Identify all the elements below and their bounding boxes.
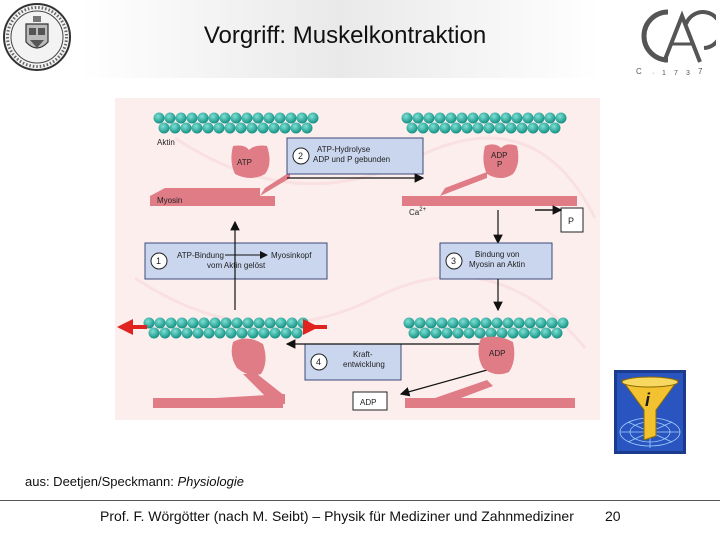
muscle-contraction-cycle-diagram: Aktin ATP Myosin 2 ATP-Hydrolyse ADP und… [115, 98, 600, 420]
svg-text:P: P [497, 160, 502, 169]
university-seal-icon [3, 3, 71, 71]
svg-text:3: 3 [451, 256, 456, 266]
svg-text:2: 2 [298, 151, 303, 161]
svg-text:Bindung von: Bindung von [475, 250, 519, 259]
step-3-box: 3 Bindung von Myosin an Aktin [439, 242, 553, 280]
svg-text:4: 4 [316, 357, 321, 367]
svg-text:·: · [652, 70, 654, 77]
svg-text:entwicklung: entwicklung [343, 360, 385, 369]
myosin-filament [405, 336, 575, 408]
actin-filament [143, 317, 309, 339]
red-arrow-right [303, 319, 327, 335]
step-2-box: 2 ATP-Hydrolyse ADP und P gebunden [286, 137, 424, 175]
svg-text:ATP-Bindung: ATP-Bindung [177, 251, 224, 260]
svg-text:1: 1 [156, 256, 161, 266]
actin-filament [153, 112, 319, 134]
actin-filament [401, 112, 567, 134]
svg-text:3: 3 [686, 70, 690, 77]
svg-text:i: i [645, 390, 651, 410]
label-aktin: Aktin [157, 138, 175, 147]
svg-text:Kraft-: Kraft- [353, 350, 373, 359]
label-atp: ATP [237, 158, 252, 167]
step-1-box: 1 ATP-Bindung Myosinkopf vom Aktin gelös… [144, 242, 328, 280]
myosin-filament [150, 145, 290, 206]
footer-divider [0, 500, 720, 501]
svg-text:ADP und P gebunden: ADP und P gebunden [313, 155, 390, 164]
svg-text:7: 7 [674, 70, 678, 77]
footer-text: Prof. F. Wörgötter (nach M. Seibt) – Phy… [100, 508, 574, 524]
step-4-box: 4 Kraft- entwicklung [304, 343, 402, 381]
title-band [80, 0, 600, 78]
myosin-head [478, 336, 515, 375]
actin-filament [403, 317, 569, 339]
label-calcium: Ca2+ [409, 207, 427, 217]
svg-text:P: P [568, 216, 574, 226]
svg-text:Myosinkopf: Myosinkopf [271, 251, 312, 260]
myosin-filament [153, 338, 285, 408]
image-source-caption: aus: Deetjen/Speckmann: Physiologie [25, 474, 244, 489]
page-number: 20 [605, 508, 621, 524]
info-funnel-icon: i [614, 370, 686, 454]
phosphate-box [560, 207, 584, 233]
label-myosin: Myosin [157, 196, 182, 205]
myosin-filament [402, 144, 577, 206]
svg-text:Myosin an Aktin: Myosin an Aktin [469, 260, 525, 269]
myosin-head [483, 144, 519, 178]
svg-text:7: 7 [698, 67, 703, 76]
cga-logo-icon: C · 1 7 3 7 [636, 9, 716, 77]
svg-text:C: C [636, 67, 642, 76]
svg-text:1: 1 [662, 70, 666, 77]
svg-text:ADP: ADP [491, 151, 507, 160]
svg-text:ADP: ADP [360, 398, 376, 407]
adp-box [352, 391, 388, 411]
page-title: Vorgriff: Muskelkontraktion [203, 22, 487, 49]
red-arrow-left [117, 319, 147, 335]
svg-text:vom Aktin gelöst: vom Aktin gelöst [207, 261, 266, 270]
svg-text:ADP: ADP [489, 349, 505, 358]
myosin-head [231, 145, 270, 178]
myosin-head [231, 338, 266, 376]
svg-text:ATP-Hydrolyse: ATP-Hydrolyse [317, 145, 371, 154]
